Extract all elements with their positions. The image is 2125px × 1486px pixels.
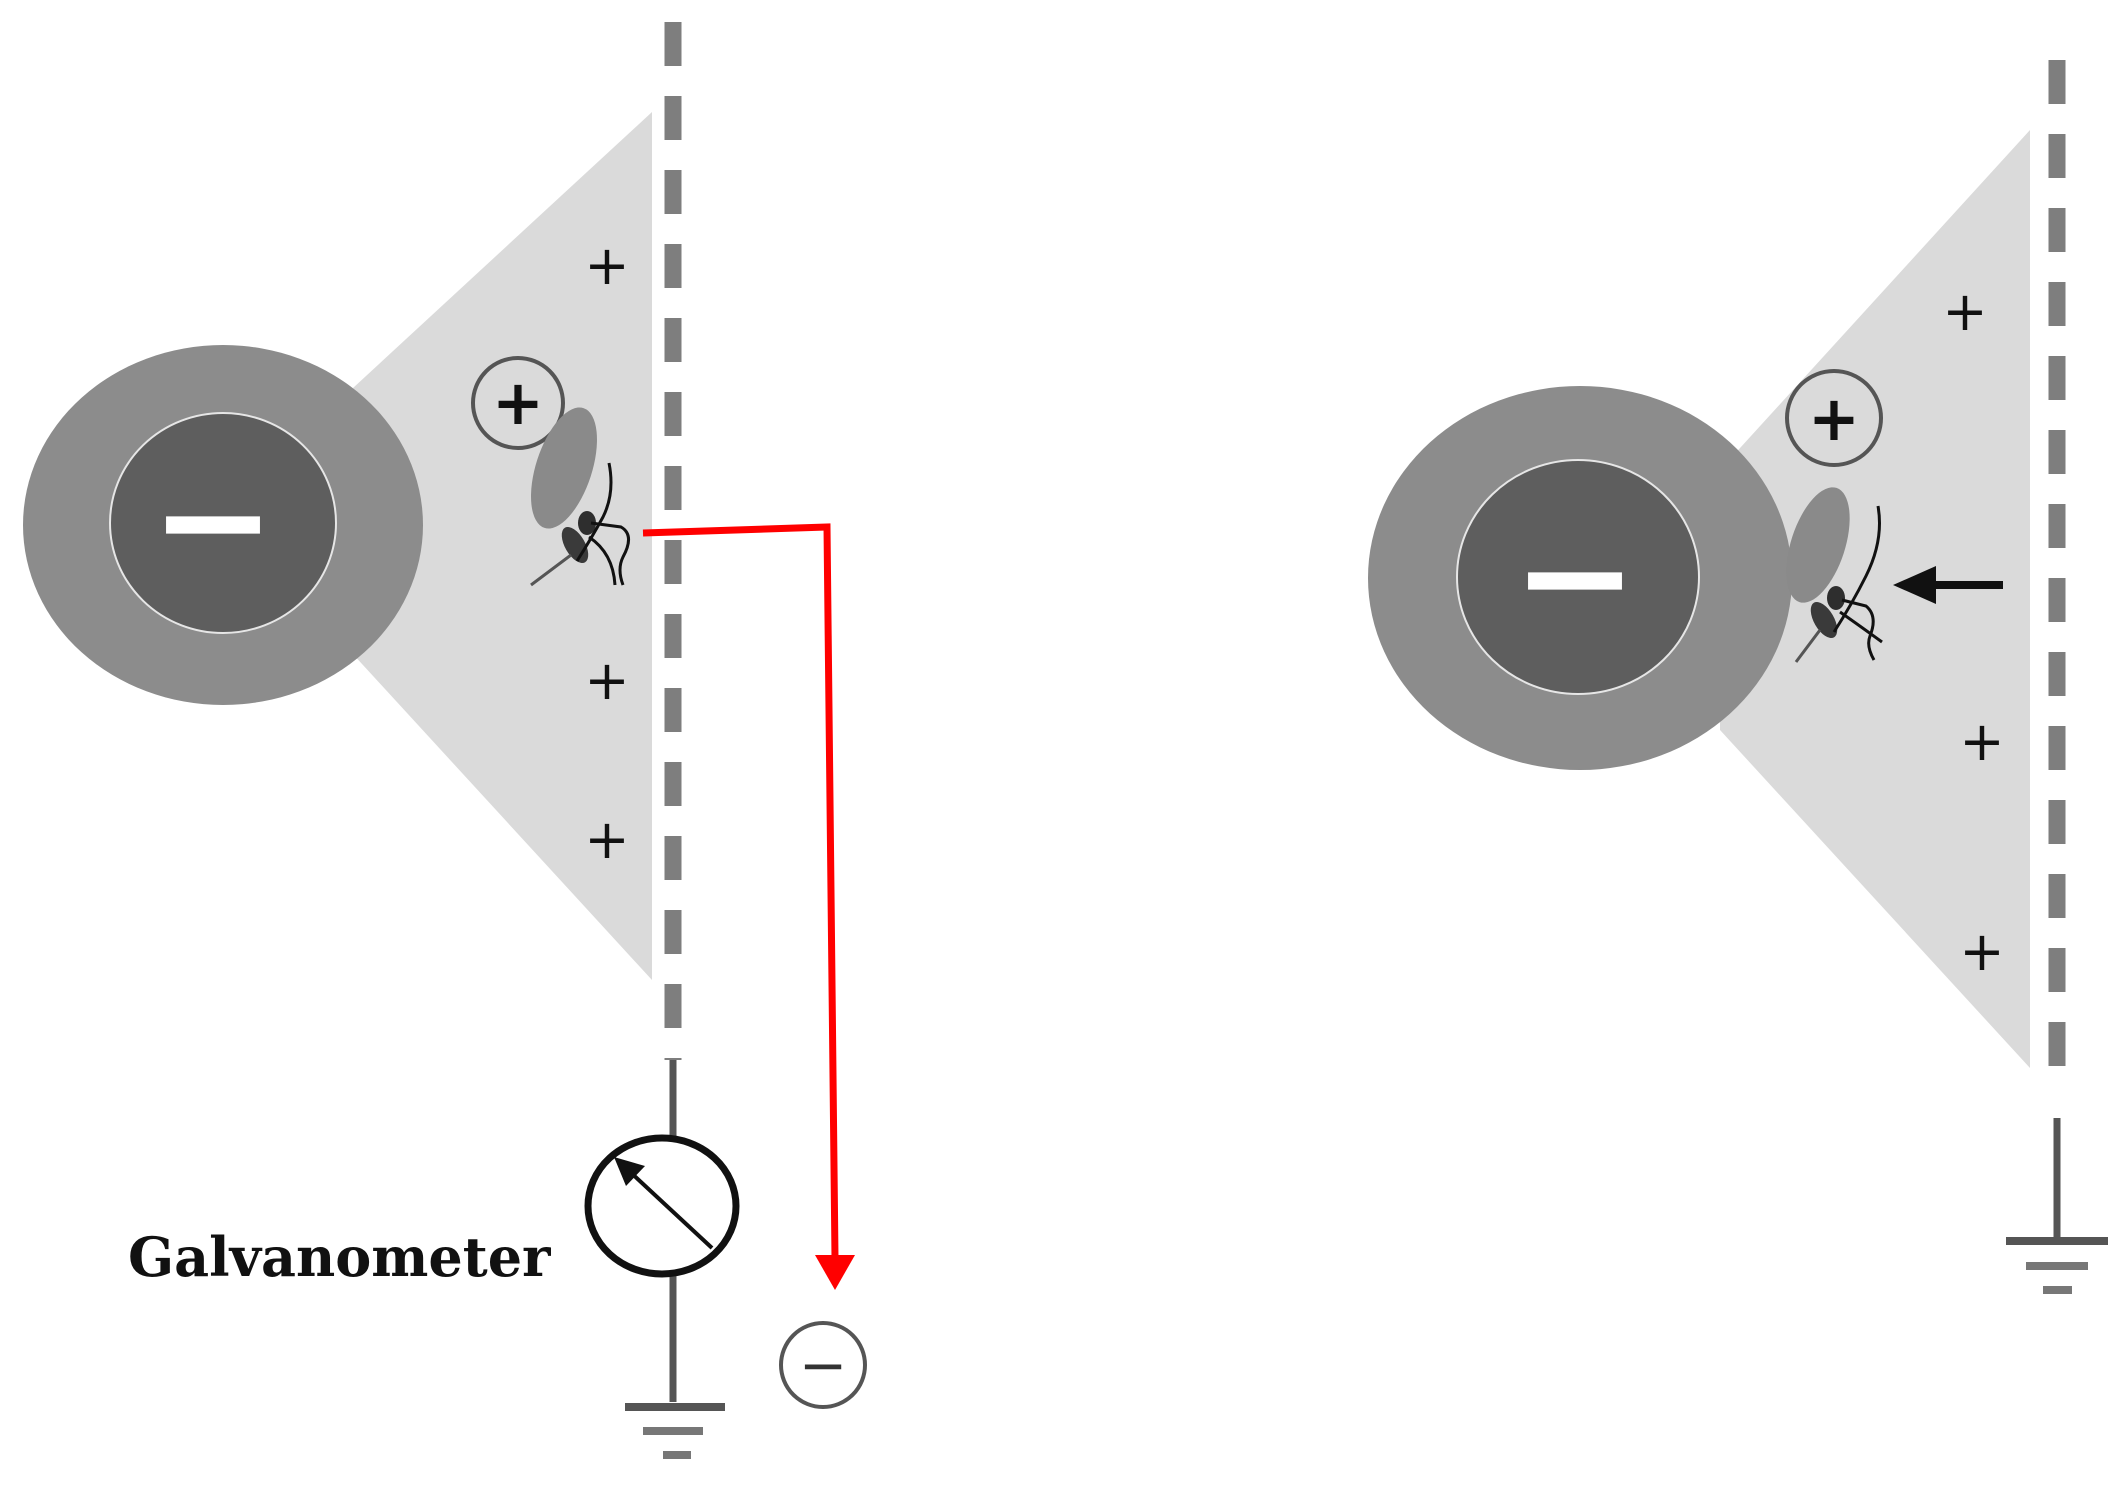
- fly-icon: [530, 407, 630, 587]
- left-field-plus-3: +: [584, 808, 629, 871]
- ground-symbol-icon: [625, 1403, 725, 1459]
- right-ion-badge: +: [1785, 369, 1883, 467]
- left-arrow-icon: [1893, 566, 2003, 604]
- left-field-plus-1: +: [584, 234, 629, 297]
- current-arrowhead: [815, 1255, 855, 1290]
- left-core-charge: −: [150, 434, 276, 608]
- right-field-cone: [1720, 130, 2030, 1068]
- left-inner-core: [109, 412, 337, 634]
- electron-circle: [779, 1321, 867, 1409]
- right-ion-charge: +: [1808, 382, 1860, 455]
- galvanometer-icon: [584, 1134, 740, 1278]
- left-ion-badge: +: [471, 356, 565, 450]
- galvanometer-label: Galvanometer: [128, 1225, 551, 1289]
- right-inner-core: [1456, 459, 1700, 695]
- left-panel: − + + + + Galva: [23, 22, 867, 1459]
- left-field-cone: [340, 112, 652, 980]
- right-field-plus-1: +: [1942, 280, 1987, 343]
- fly-icon: [1786, 487, 1883, 663]
- right-field-plus-3: +: [1959, 920, 2004, 983]
- left-charged-sphere: −: [23, 345, 423, 705]
- left-ion-circle: [471, 356, 565, 450]
- right-ion-circle: [1785, 369, 1883, 467]
- left-field-plus-2: +: [584, 649, 629, 712]
- current-path: [642, 523, 839, 1259]
- ground-symbol-icon: [2006, 1237, 2108, 1294]
- right-charged-sphere: −: [1368, 386, 1792, 770]
- right-field-plus-2: +: [1959, 710, 2004, 773]
- right-panel: − + + + +: [1368, 60, 2108, 1294]
- electron-charge: −: [799, 1331, 848, 1399]
- right-core-charge: −: [1512, 490, 1638, 664]
- electron-badge: −: [779, 1321, 867, 1409]
- left-ion-charge: +: [492, 366, 544, 439]
